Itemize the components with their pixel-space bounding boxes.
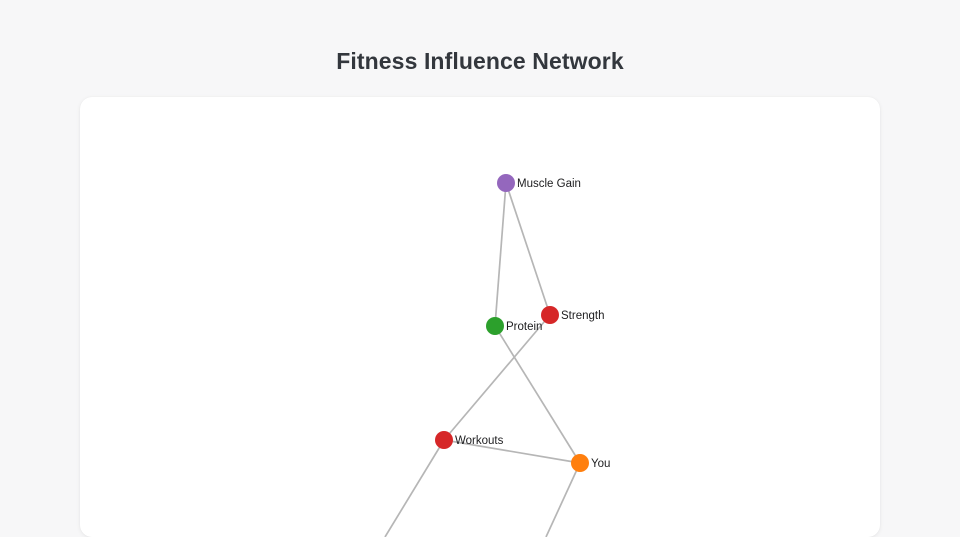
graph-node-you[interactable]: You	[571, 454, 610, 472]
graph-node-protein[interactable]: Protein	[486, 317, 542, 335]
graph-edge	[384, 439, 445, 537]
node-label-protein: Protein	[506, 321, 542, 333]
edge-layer	[384, 182, 581, 537]
graph-node-muscle_gain[interactable]: Muscle Gain	[497, 174, 581, 192]
node-label-you: You	[591, 458, 610, 470]
node-label-workouts: Workouts	[455, 435, 504, 447]
graph-edge	[443, 314, 551, 441]
node-circle-you[interactable]	[571, 454, 589, 472]
node-label-muscle_gain: Muscle Gain	[517, 178, 581, 190]
graph-node-workouts[interactable]: Workouts	[435, 431, 504, 449]
node-label-strength: Strength	[561, 310, 604, 322]
graph-edge	[494, 182, 507, 327]
page-title: Fitness Influence Network	[336, 48, 624, 74]
graph-edge	[443, 439, 581, 464]
node-circle-protein[interactable]	[486, 317, 504, 335]
node-circle-strength[interactable]	[541, 306, 559, 324]
node-circle-workouts[interactable]	[435, 431, 453, 449]
graph-edge	[494, 325, 581, 464]
graph-edge	[545, 462, 581, 537]
graph-node-strength[interactable]: Strength	[541, 306, 604, 324]
graph-edge	[505, 182, 551, 316]
node-circle-muscle_gain[interactable]	[497, 174, 515, 192]
